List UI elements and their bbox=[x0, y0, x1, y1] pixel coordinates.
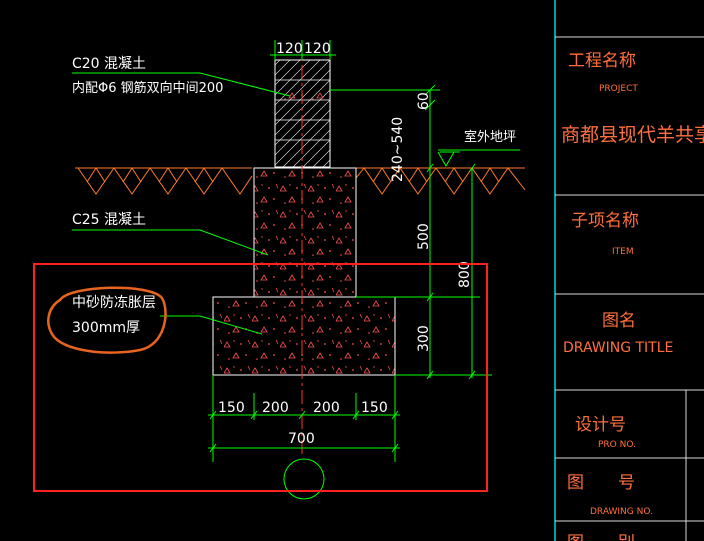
title-block bbox=[554, 0, 704, 541]
drawing-no-cn: 图 号 bbox=[567, 473, 635, 493]
c25-label: C25 混凝土 bbox=[72, 212, 146, 228]
c20-rebar-note: 内配Φ6 钢筋双向中间200 bbox=[72, 80, 223, 96]
markup-ellipse bbox=[47, 286, 167, 354]
dim-bottom-2: 200 bbox=[262, 400, 289, 416]
ground-hatch-right bbox=[355, 167, 526, 195]
c20-leader bbox=[72, 72, 291, 97]
drawing-title-en: DRAWING TITLE bbox=[563, 340, 673, 356]
dim-height-range: 240~540 bbox=[390, 117, 406, 182]
dim-800: 800 bbox=[457, 261, 473, 288]
design-no-en: PRO NO. bbox=[598, 440, 636, 450]
item-label-cn: 子项名称 bbox=[571, 211, 639, 231]
dim-bottom-4: 150 bbox=[361, 400, 388, 416]
frost-protection-layer bbox=[212, 296, 396, 376]
bottom-dimension-lines bbox=[208, 375, 400, 462]
dim-60: 60 bbox=[416, 92, 432, 110]
markup-rectangle bbox=[33, 263, 488, 492]
outdoor-ground-marker bbox=[437, 149, 520, 168]
bottom-row-label: 图 别 bbox=[567, 533, 635, 541]
right-dimensions bbox=[356, 163, 492, 380]
c25-leader bbox=[72, 229, 269, 256]
dim-bottom-1: 150 bbox=[218, 400, 245, 416]
drawing-no-en: DRAWING NO. bbox=[590, 507, 653, 517]
dim-500: 500 bbox=[416, 223, 432, 250]
c20-label: C20 混凝土 bbox=[72, 56, 146, 72]
ground-hatch-left bbox=[75, 167, 253, 195]
design-no-cn: 设计号 bbox=[575, 415, 626, 435]
project-label-cn: 工程名称 bbox=[568, 51, 636, 71]
dim-top-right: 120 bbox=[304, 41, 331, 57]
c25-concrete-column bbox=[253, 167, 357, 298]
top-dimension bbox=[270, 40, 336, 60]
outdoor-ground-label: 室外地坪 bbox=[464, 129, 516, 145]
project-name: 商都县现代羊共享牧场 bbox=[561, 124, 704, 146]
dim-top-left: 120 bbox=[276, 41, 303, 57]
frost-layer-label: 中砂防冻胀层 bbox=[72, 294, 156, 311]
frost-layer-thickness: 300mm厚 bbox=[72, 320, 140, 336]
project-label-en: PROJECT bbox=[599, 84, 638, 94]
dim-bottom-3: 200 bbox=[313, 400, 340, 416]
drawing-title-cn: 图名 bbox=[602, 311, 636, 331]
axis-bubble bbox=[283, 458, 325, 500]
frost-layer-leader bbox=[160, 315, 263, 335]
dim-total-width: 700 bbox=[288, 431, 315, 447]
dim-300: 300 bbox=[416, 325, 432, 352]
item-label-en: ITEM bbox=[612, 247, 634, 257]
height-range-dimension bbox=[330, 84, 440, 378]
foundation-section-drawing: 120 120 C20 混凝土 内配Φ6 钢筋双向中间200 240~540 6… bbox=[33, 40, 526, 500]
